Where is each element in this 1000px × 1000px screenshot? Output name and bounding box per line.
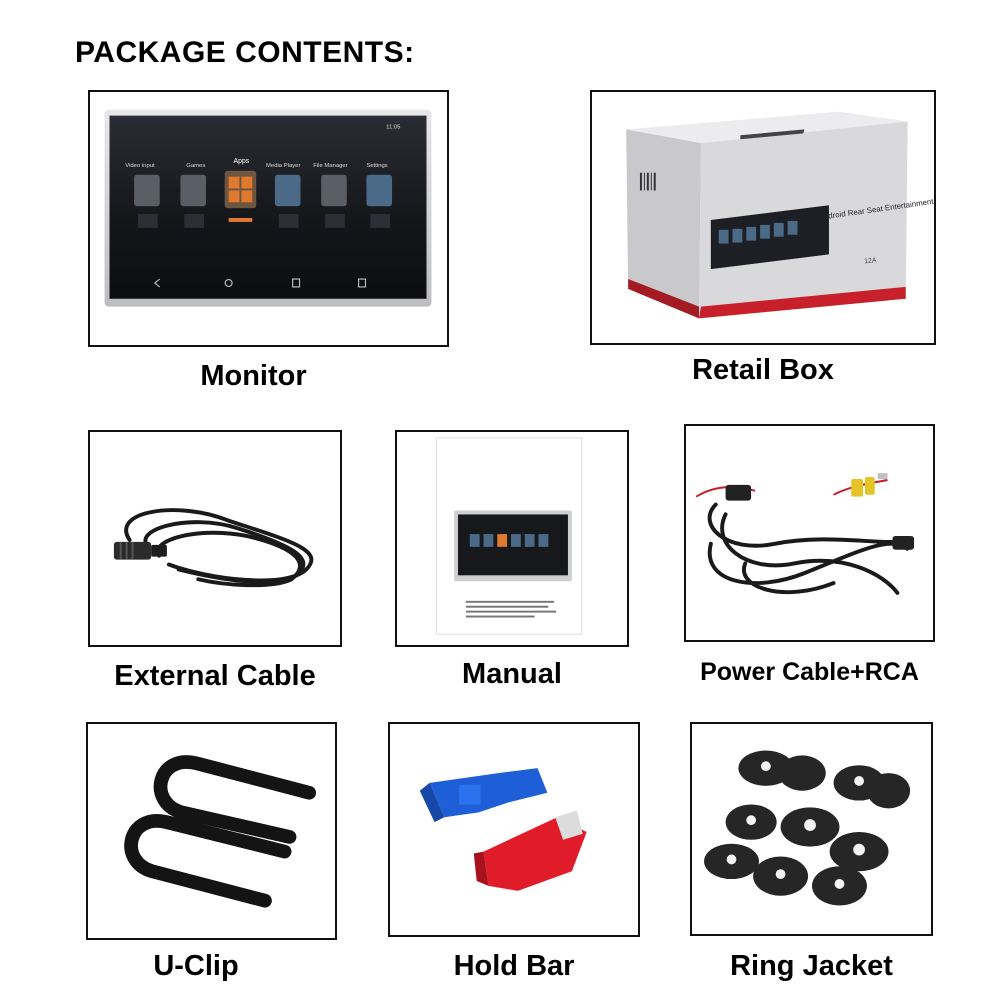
hold-bar-photo-frame <box>388 722 640 937</box>
label-manual: Manual <box>462 658 562 690</box>
external-cable-image <box>113 508 314 588</box>
rca-connector-icon <box>851 473 888 497</box>
red-connector-icon <box>473 810 587 891</box>
fuse-holder-icon <box>725 484 752 501</box>
screen-clock: 11:05 <box>386 124 401 130</box>
label-hold-bar: Hold Bar <box>453 950 575 982</box>
monitor-photo-frame: 11:05 Video input Games Apps Media Playe… <box>88 90 449 347</box>
power-cable-photo-frame <box>684 424 935 642</box>
retail-box-photo-frame: Android Rear Seat Entertainment System 1… <box>590 90 936 345</box>
app-label-games: Games <box>186 163 205 169</box>
ring-jacket-photo-frame <box>690 722 933 936</box>
blue-connector-icon <box>419 768 548 823</box>
label-retail-box: Retail Box <box>692 354 834 386</box>
connector-icon <box>113 541 167 560</box>
app-label-file-manager: File Manager <box>313 163 347 169</box>
hold-bar-image <box>419 768 587 891</box>
manual-image <box>435 437 583 635</box>
label-u-clip: U-Clip <box>153 950 239 982</box>
u-clip-photo-frame <box>86 722 337 940</box>
barcode-icon <box>639 172 656 191</box>
screen-nav-icons <box>153 278 367 288</box>
app-label-settings: Settings <box>366 163 387 169</box>
label-power-cable-rca: Power Cable+RCA <box>700 658 919 686</box>
page-heading: PACKAGE CONTENTS: <box>75 36 415 69</box>
plug-icon <box>892 535 915 550</box>
manual-photo-frame <box>395 430 629 647</box>
external-cable-photo-frame <box>88 430 342 647</box>
power-cable-image <box>695 473 915 595</box>
box-model: 12A <box>864 257 877 265</box>
app-label-media-player: Media Player <box>266 163 300 169</box>
label-ring-jacket: Ring Jacket <box>730 950 893 982</box>
u-clip-image <box>124 755 317 908</box>
app-label-video-input: Video input <box>125 163 155 169</box>
app-label-apps: Apps <box>234 158 250 165</box>
app-icons <box>134 170 393 228</box>
monitor-screen <box>109 115 427 299</box>
retail-box-image: Android Rear Seat Entertainment System 1… <box>626 111 934 319</box>
ring-jacket-image <box>704 750 911 906</box>
monitor-image: 11:05 Video input Games Apps Media Playe… <box>104 109 432 307</box>
ring-jacket-icons <box>704 750 911 906</box>
label-external-cable: External Cable <box>114 660 316 692</box>
label-monitor: Monitor <box>200 360 307 392</box>
